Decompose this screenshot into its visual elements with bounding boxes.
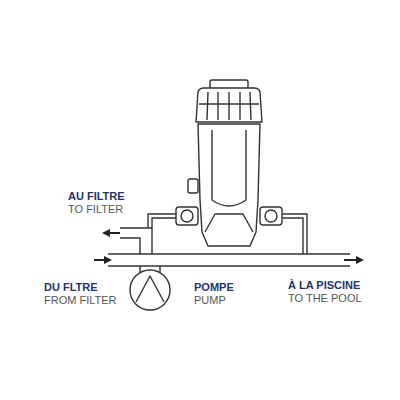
- english-label: FROM FILTER: [44, 294, 117, 307]
- english-label: TO THE POOL: [288, 292, 362, 305]
- french-label: AU FILTRE: [68, 190, 125, 203]
- french-label: DU FLTRE: [44, 281, 98, 294]
- english-label: PUMP: [194, 294, 226, 307]
- french-label: POMPE: [194, 281, 234, 294]
- english-label: TO FILTER: [68, 203, 123, 216]
- french-label: À LA PISCINE: [288, 279, 360, 292]
